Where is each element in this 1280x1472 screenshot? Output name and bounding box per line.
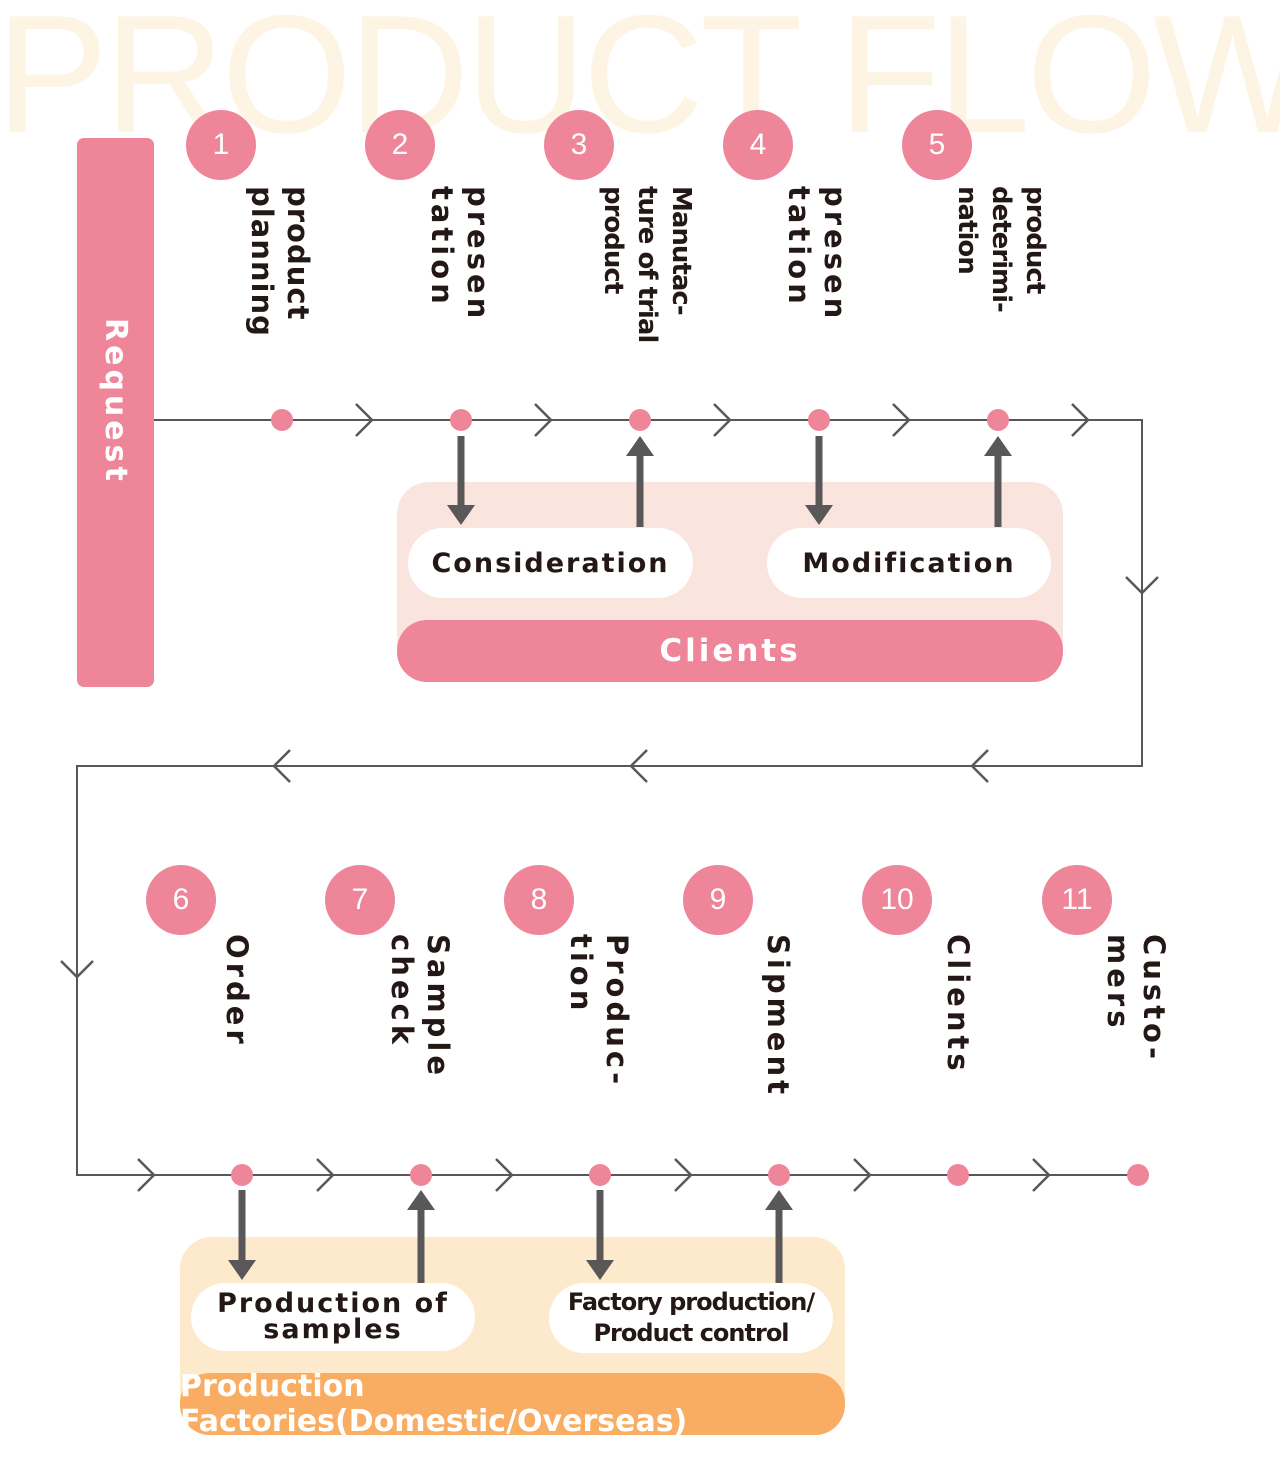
step-5-line-3: nation xyxy=(952,186,982,274)
flow-dot xyxy=(450,409,472,431)
samples-line-2: samples xyxy=(263,1314,403,1345)
samples-line-1: Production of xyxy=(217,1288,449,1319)
step-circle-8: 8 xyxy=(504,865,574,935)
arrow-up-icon xyxy=(407,1190,435,1210)
modification-pill: Modification xyxy=(767,528,1051,598)
flow-dot xyxy=(1127,1164,1149,1186)
production-of-samples-pill: Production of samples xyxy=(191,1283,475,1351)
arrow-up-icon xyxy=(984,436,1012,456)
request-bar xyxy=(77,138,154,687)
step-circle-10: 10 xyxy=(862,865,932,935)
chevron-right-icon xyxy=(713,403,732,437)
chevron-right-icon xyxy=(1071,403,1090,437)
chevron-right-icon xyxy=(137,1158,156,1192)
arrow-down-icon xyxy=(805,505,833,525)
chevron-right-icon xyxy=(853,1158,872,1192)
factories-bar: Production Factories(Domestic/Overseas) xyxy=(180,1369,845,1439)
factory-line-2: Product control xyxy=(593,1319,789,1347)
clients-bar: Clients xyxy=(397,620,1063,682)
step-11-line-1: Custo- xyxy=(1137,934,1171,1064)
step-3-line-3: product xyxy=(598,186,628,294)
flow-dot xyxy=(410,1164,432,1186)
chevron-right-icon xyxy=(892,403,911,437)
step-2-line-2: tation xyxy=(425,186,459,308)
step-label-6: Order xyxy=(219,934,255,1048)
step-circle-2: 2 xyxy=(365,110,435,180)
flow-dot xyxy=(589,1164,611,1186)
chevron-down-icon xyxy=(1125,576,1159,595)
chevron-left-icon xyxy=(272,749,291,783)
step-circle-3: 3 xyxy=(544,110,614,180)
step-label-10: Clients xyxy=(940,934,976,1075)
flow-dot xyxy=(629,409,651,431)
chevron-right-icon xyxy=(355,403,374,437)
arrow-up-icon xyxy=(765,1190,793,1210)
flow-dot xyxy=(987,409,1009,431)
step-9-line-1: Sipment xyxy=(761,934,795,1098)
arrow-down-icon xyxy=(228,1260,256,1280)
step-label-2: presen tation xyxy=(424,186,496,322)
step-1-line-1: product xyxy=(281,186,315,321)
step-label-11: Custo- mers xyxy=(1100,934,1172,1063)
step-label-1: product planning xyxy=(244,186,316,337)
flow-dot xyxy=(768,1164,790,1186)
request-label: Request xyxy=(98,318,133,485)
flow-dot xyxy=(271,409,293,431)
step-circle-1: 1 xyxy=(186,110,256,180)
step-circle-11: 11 xyxy=(1042,865,1112,935)
step-label-5: product deterimi- nation xyxy=(950,186,1052,312)
step-label-9: Sipment xyxy=(760,934,796,1098)
chevron-right-icon xyxy=(1032,1158,1051,1192)
factory-line-1: Factory production/ xyxy=(567,1288,815,1316)
step-label-3: Manutac- ture of trial product xyxy=(596,186,698,342)
step-5-line-1: product xyxy=(1020,186,1050,294)
step-4-line-1: presen xyxy=(818,186,852,323)
factory-production-pill: Factory production/ Product control xyxy=(549,1283,833,1353)
step-11-line-2: mers xyxy=(1101,934,1135,1032)
step-10-line-1: Clients xyxy=(941,934,975,1075)
step-circle-5: 5 xyxy=(902,110,972,180)
arrow-up-icon xyxy=(626,436,654,456)
step-circle-9: 9 xyxy=(683,865,753,935)
chevron-left-icon xyxy=(629,749,648,783)
chevron-right-icon xyxy=(534,403,553,437)
flow-dot xyxy=(231,1164,253,1186)
chevron-right-icon xyxy=(674,1158,693,1192)
flow-connector-line xyxy=(76,419,1143,1176)
step-6-line-1: Order xyxy=(220,934,254,1048)
consideration-pill: Consideration xyxy=(408,528,693,598)
step-7-line-2: check xyxy=(385,934,419,1048)
step-circle-7: 7 xyxy=(325,865,395,935)
step-label-8: Produc- tion xyxy=(563,934,635,1088)
chevron-left-icon xyxy=(970,749,989,783)
chevron-down-icon xyxy=(60,960,94,979)
flow-dot xyxy=(808,409,830,431)
step-8-line-2: tion xyxy=(564,934,598,1015)
step-circle-6: 6 xyxy=(146,865,216,935)
step-4-line-2: tation xyxy=(782,186,816,308)
chevron-right-icon xyxy=(316,1158,335,1192)
arrow-down-icon xyxy=(586,1260,614,1280)
flow-dot xyxy=(947,1164,969,1186)
step-2-line-1: presen xyxy=(461,186,495,323)
step-5-line-2: deterimi- xyxy=(986,186,1016,312)
step-7-line-1: Sample xyxy=(421,934,455,1080)
step-circle-4: 4 xyxy=(723,110,793,180)
step-3-line-2: ture of trial xyxy=(632,186,662,343)
chevron-right-icon xyxy=(495,1158,514,1192)
step-label-4: presen tation xyxy=(781,186,853,322)
arrow-down-icon xyxy=(447,505,475,525)
step-8-line-1: Produc- xyxy=(600,934,634,1089)
step-1-line-2: planning xyxy=(245,186,279,337)
step-label-7: Sample check xyxy=(384,934,456,1079)
step-3-line-1: Manutac- xyxy=(666,186,696,315)
